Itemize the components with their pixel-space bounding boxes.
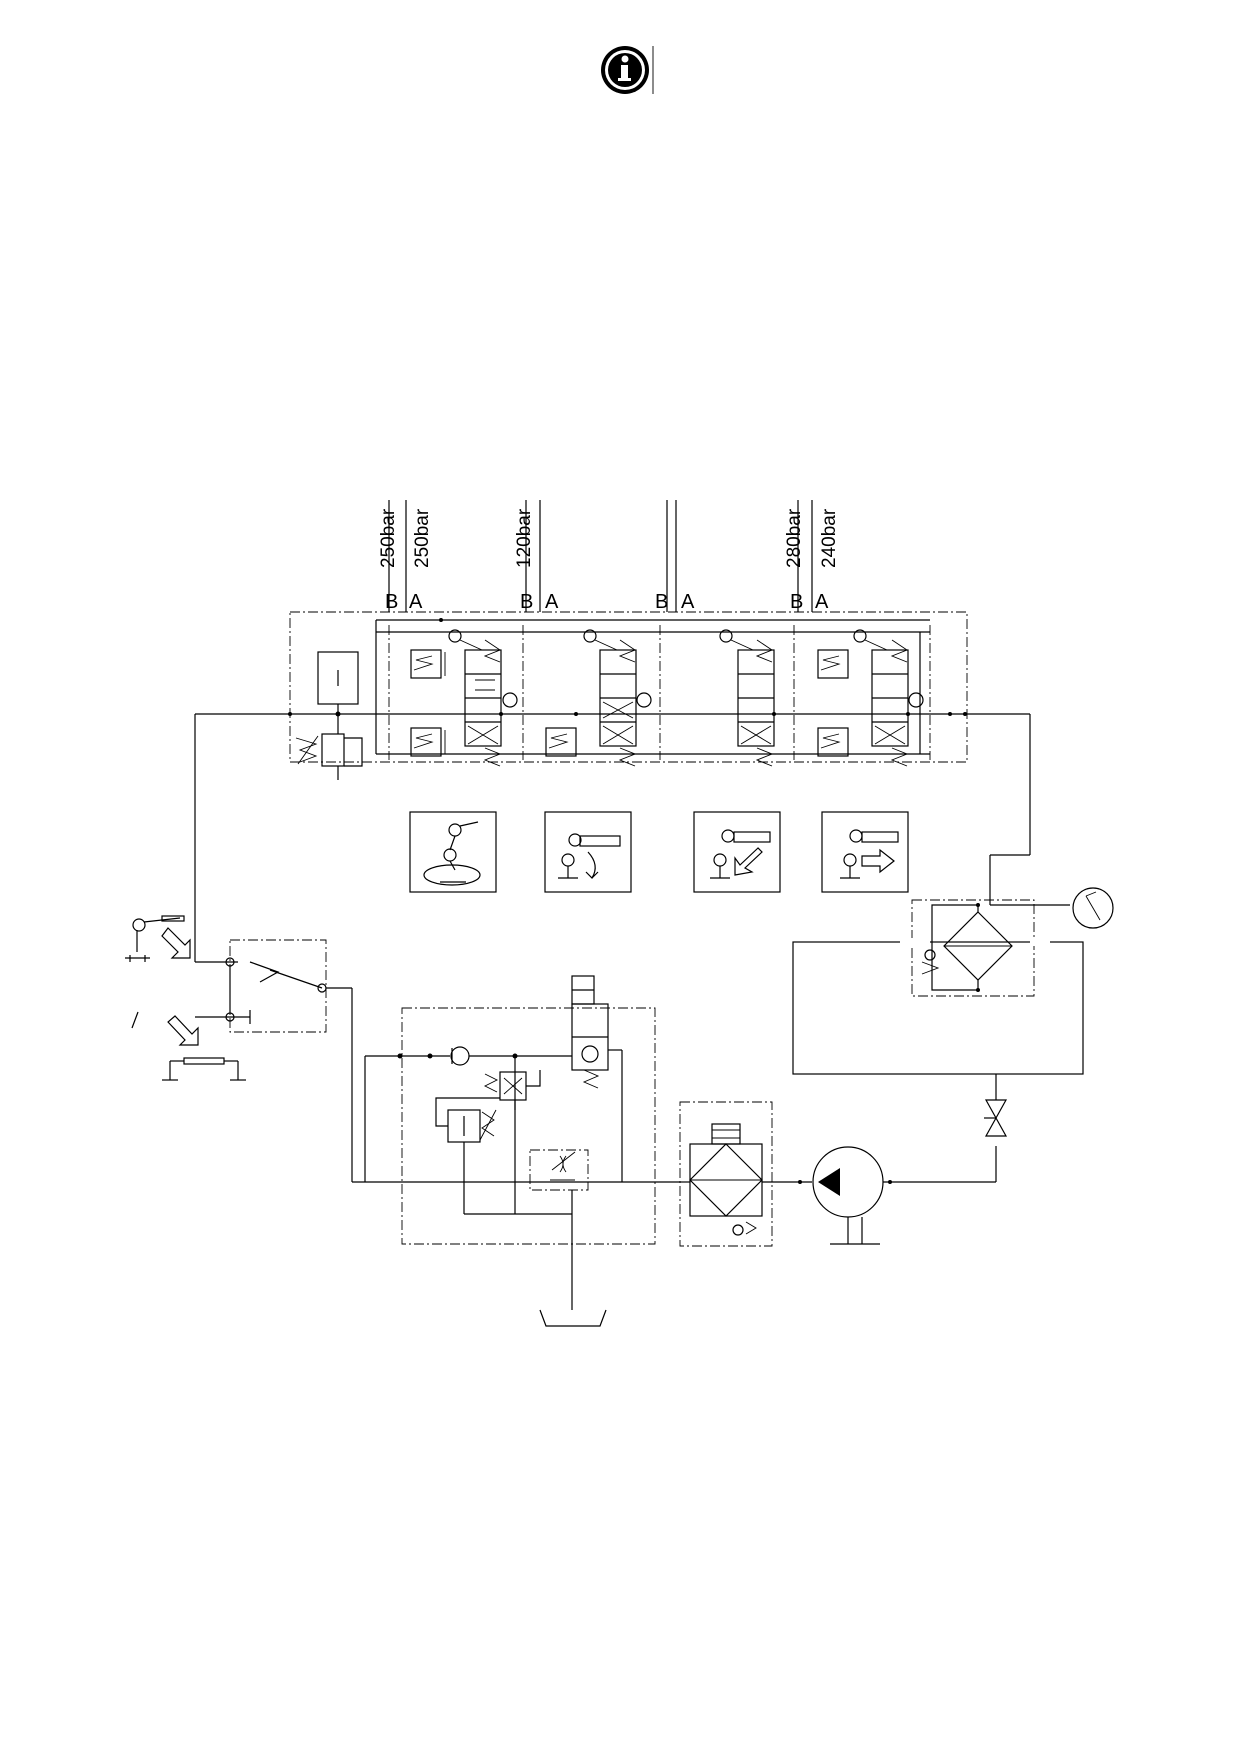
pressure-label-5: 240bar — [819, 508, 840, 568]
valve-section-3 — [719, 629, 776, 767]
boom-slew-pictogram — [409, 811, 497, 893]
port-label-b2: B — [520, 591, 533, 613]
crane-stabilizer-pictogram — [131, 1011, 246, 1081]
port-label-b4: B — [790, 591, 803, 613]
valve-section-1 — [410, 618, 518, 767]
return-filter — [792, 887, 1114, 1082]
port-labels: B A B A B A B A — [385, 591, 829, 613]
tank-symbol — [539, 1309, 607, 1327]
pressure-label-2: 250bar — [412, 508, 433, 568]
pressure-filter — [679, 1101, 812, 1247]
hydraulic-pump — [812, 1146, 996, 1245]
valve-section-2 — [545, 629, 652, 767]
port-label-a1: A — [409, 591, 423, 613]
port-label-b1: B — [385, 591, 398, 613]
port-label-a3: A — [681, 591, 695, 613]
unloading-valve-block — [352, 975, 680, 1310]
port-label-a4: A — [815, 591, 829, 613]
pressure-label-4: 280bar — [784, 508, 805, 568]
shutoff-valve — [984, 1082, 1008, 1182]
port-label-a2: A — [545, 591, 559, 613]
selector-valve — [195, 939, 353, 1182]
port-lines — [388, 500, 813, 612]
boom-extend-pictogram — [821, 811, 909, 893]
info-icon — [601, 46, 654, 94]
pressure-label-3: 120bar — [514, 508, 535, 568]
valve-section-4 — [817, 629, 924, 767]
boom-tilt-pictogram — [544, 811, 632, 893]
crane-fold-pictogram — [125, 915, 191, 962]
pressure-labels: 250bar 250bar 120bar 280bar 240bar — [378, 508, 840, 568]
pressure-lines — [194, 712, 1031, 962]
boom-lift-pictogram — [693, 811, 781, 893]
control-valve-block — [289, 611, 968, 780]
port-label-b3: B — [655, 591, 668, 613]
